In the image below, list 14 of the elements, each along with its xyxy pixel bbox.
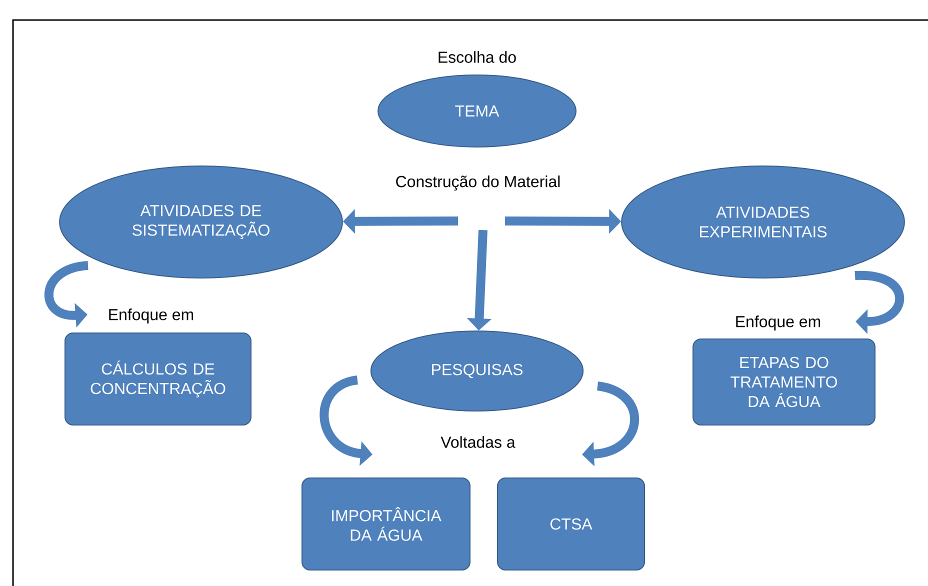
- caption-text: Escolha do: [438, 51, 516, 63]
- ellipse-node: TEMA: [378, 74, 576, 148]
- label-text: Construção do Material: [396, 176, 560, 190]
- rounded-box: CTSA: [497, 478, 645, 570]
- rounded-box: IMPORTÂNCIA DA ÁGUA: [302, 478, 470, 570]
- rounded-box: ETAPAS DO TRATAMENTO DA ÁGUA: [692, 338, 876, 426]
- edge-label: Enfoque em: [109, 308, 194, 324]
- curved-arrow: [854, 271, 904, 334]
- rounded-box: CÁLCULOS DE CONCENTRAÇÃO: [64, 332, 252, 426]
- edge-label: Enfoque em: [736, 316, 820, 330]
- ellipse-node: ATIVIDADES DE SISTEMATIZAÇÃO: [59, 166, 343, 278]
- ellipse-node: PESQUISAS: [370, 330, 584, 412]
- ellipse-node: ATIVIDADES EXPERIMENTAIS: [621, 166, 905, 278]
- label-text: Voltadas a: [440, 436, 516, 448]
